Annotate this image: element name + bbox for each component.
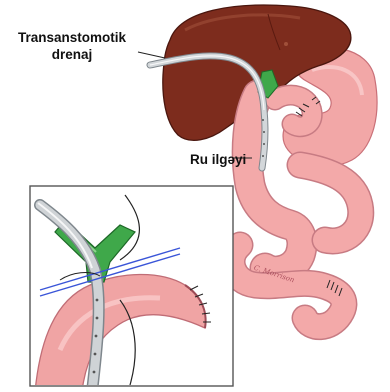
drain-label-line2: drenaj <box>18 46 126 63</box>
roux-limb-label: Ru ilgəyi <box>190 151 246 168</box>
drain-label-line1: Transanstomotik <box>18 29 126 46</box>
inset-detail-illustration <box>30 186 233 392</box>
drain-label: Transanstomotik drenaj <box>18 29 126 63</box>
